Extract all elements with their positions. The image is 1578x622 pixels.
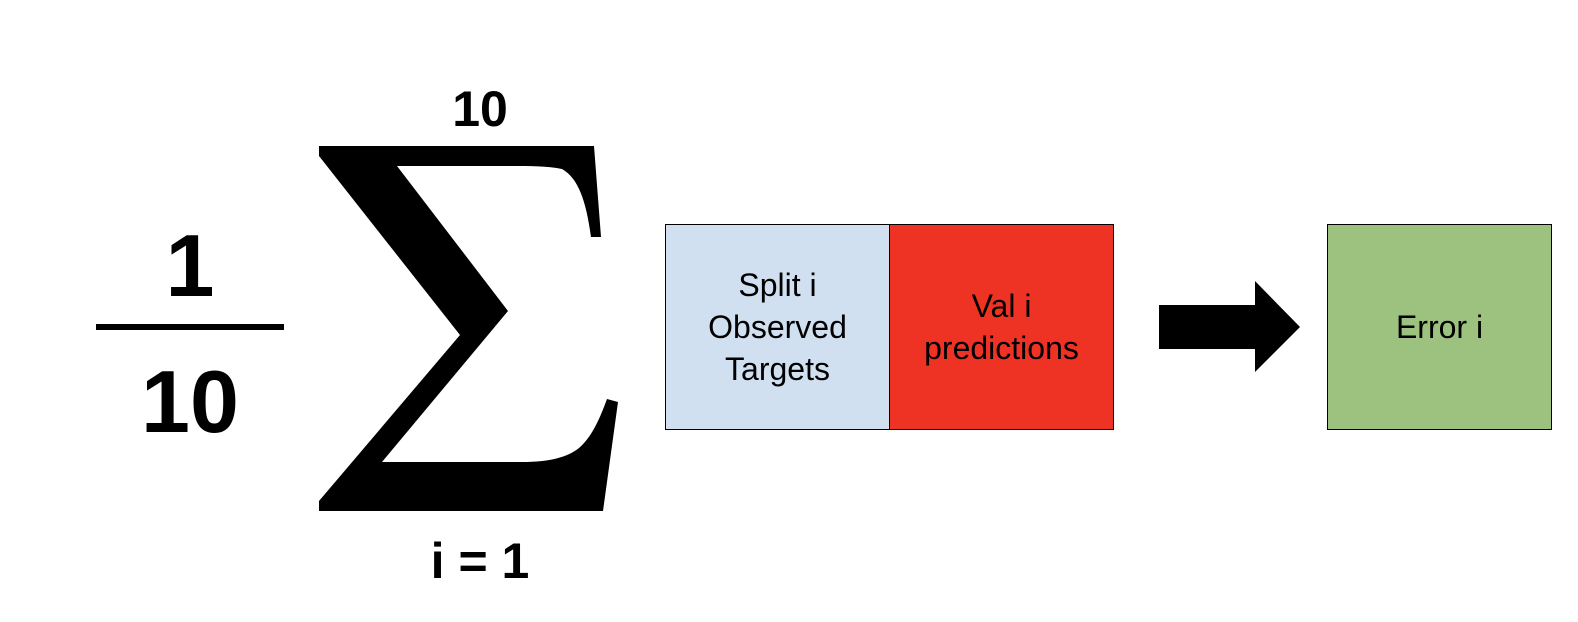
- error-box-text: Error i: [1396, 306, 1483, 348]
- val-box-line-1: Val i: [971, 288, 1032, 324]
- arrow-right-icon: [1159, 281, 1300, 372]
- split-box-line-2: Observed: [708, 309, 847, 345]
- val-predictions-box: Val i predictions: [889, 224, 1114, 430]
- arrow-shape: [1159, 281, 1300, 372]
- sum-lower-limit: i = 1: [430, 533, 530, 589]
- split-box-line-3: Targets: [725, 351, 830, 387]
- error-box: Error i: [1327, 224, 1552, 430]
- val-box-text: Val i predictions: [924, 285, 1079, 369]
- fraction-denominator: 10: [141, 352, 239, 451]
- sigma-shape: [319, 146, 618, 511]
- fraction-bar: [96, 324, 284, 330]
- fraction-numerator: 1: [165, 216, 215, 315]
- split-observed-targets-box: Split i Observed Targets: [665, 224, 890, 430]
- sum-upper-limit: 10: [452, 81, 508, 137]
- error-box-line-1: Error i: [1395, 309, 1484, 345]
- split-box-text: Split i Observed Targets: [708, 264, 847, 390]
- split-box-line-1: Split i: [738, 267, 817, 303]
- val-box-line-2: predictions: [924, 330, 1079, 366]
